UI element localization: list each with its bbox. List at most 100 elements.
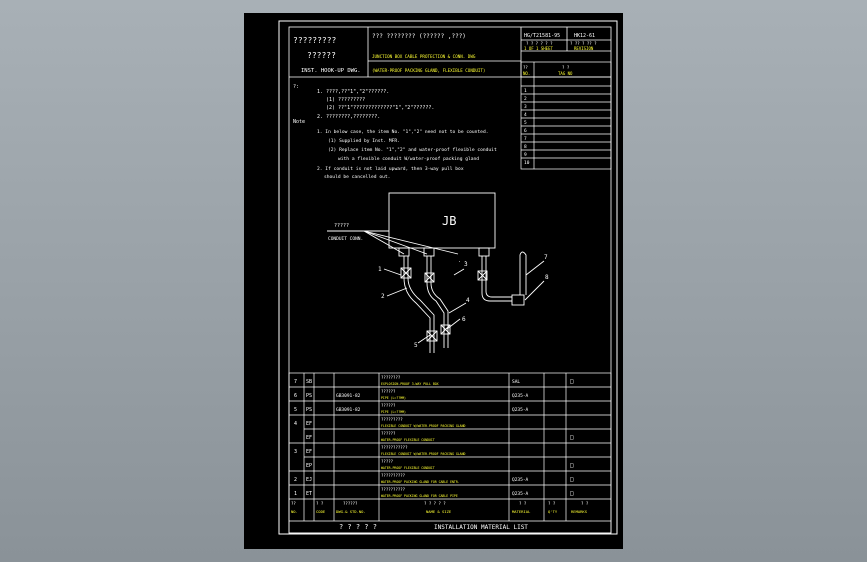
tag-no-label: NO. [523, 71, 530, 76]
callout-7: 7 [544, 254, 548, 261]
bom-row-no: 3 [294, 449, 297, 455]
bom-row-name-en: PIPE (L=??MM) [381, 396, 406, 400]
note-en-1: 1. In below case, the item No. "1","2" n… [317, 129, 488, 135]
revision-en: REVISION [574, 46, 594, 51]
drawing-dots: . . [458, 258, 467, 264]
bom-row-name-en: FLEXIBLE CONDUIT W/WATER-PROOF PACKING G… [381, 424, 466, 428]
hdr-code-en: CODE [316, 509, 326, 514]
tag-row-number: 3 [524, 104, 527, 110]
bom-row-code: PS [306, 393, 312, 399]
dwg-number: HG/T21581-95 [524, 33, 560, 39]
title-cn-left-2: ?????? [307, 51, 336, 60]
drawing-sheet[interactable]: ????????? ?????? INST. HOOK-UP DWG. ??? … [244, 13, 623, 549]
bom-row-no: 4 [294, 421, 297, 427]
bom-grid [288, 372, 612, 534]
bom-row-material: Q235-A [512, 407, 529, 413]
title-en-left: INST. HOOK-UP DWG. [301, 68, 361, 74]
sheet-of: 1 OF 1 SHEET [524, 46, 553, 51]
hookup-drawing [327, 192, 545, 353]
callout-8: 8 [545, 274, 549, 281]
bom-row-name-cn: ?????? [381, 403, 396, 408]
callout-2: 2 [381, 293, 385, 300]
bom-row-code: PS [306, 407, 312, 413]
bom-row-name-en: EXPLOSION-PROOF 3-WAY PULL BOX [381, 382, 439, 386]
jb-label: JB [442, 214, 456, 228]
bom-row-remarks: □ [570, 434, 574, 441]
hdr-name-en: NAME & SIZE [426, 509, 452, 514]
bom-row-material: SAL [512, 379, 520, 385]
bom-row-code: EF [306, 449, 312, 455]
bom-row-spec: GB3091-82 [336, 393, 361, 399]
hdr-code-cn: ? ? [316, 501, 324, 506]
dwg-rev-code: HK12-61 [574, 33, 595, 39]
bom-row-name-cn: ?????????? [381, 487, 406, 492]
tag-row-number: 7 [524, 136, 527, 142]
callout-6: 6 [462, 316, 466, 323]
callout-4: 4 [466, 297, 470, 304]
tag-row-number: 8 [524, 144, 527, 150]
hdr-material-en: MATERIAL [512, 509, 531, 514]
tag-row-number: 6 [524, 128, 527, 134]
bom-row-name-en: WATER-PROOF PACKING GLAND FOR CABLE ENTR… [381, 480, 460, 484]
bom-row-code: ET [306, 491, 312, 497]
hdr-remarks-cn: ? ? [581, 501, 589, 506]
note-en-2a: should be cancelled out. [324, 174, 390, 180]
hdr-spec-cn: ?????? [343, 501, 358, 506]
bom-row-no: 5 [294, 407, 297, 413]
note-cn-1b: (2) ??"1"?????????????"1","2"??????. [326, 105, 434, 111]
bom-row-remarks: □ [570, 476, 574, 483]
notes-en-label: Note [293, 119, 305, 125]
note-en-1b: (2) Replace item No. "1","2" and water-p… [328, 147, 497, 153]
bom-row-name-en: PIPE (L=??MM) [381, 410, 406, 414]
tag-row-number: 9 [524, 152, 527, 158]
bom-row-name-en: FLEXIBLE CONDUIT W/WATER-PROOF PACKING G… [381, 452, 466, 456]
title-en-main-1: JUNCTION BOX CABLE PROTECTION & CONN. DW… [372, 54, 476, 59]
bom-row-name-cn: ?????????? [381, 473, 406, 478]
tag-row-number: 4 [524, 112, 527, 118]
callout-1: 1 [378, 266, 382, 273]
bom-footer-en: INSTALLATION MATERIAL LIST [434, 524, 528, 531]
note-cn-2: 2. ????????,????????. [317, 114, 380, 120]
notes: ?: Note 1. ????,??"1","2"??????. (1) ???… [293, 84, 497, 180]
tag-row-number: 5 [524, 120, 527, 126]
tag-row-number: 1 [524, 88, 527, 94]
bom-row-name-cn: ?????? [381, 389, 396, 394]
hdr-material-cn: ? ? [519, 501, 527, 506]
note-en-1a: (1) Supplied by Inst. MFR. [328, 138, 400, 144]
tag-row-number: 10 [524, 160, 530, 166]
bom-row-no: 2 [294, 477, 297, 483]
hdr-qty-cn: ? ? [548, 501, 556, 506]
notes-cn-label: ?: [293, 84, 299, 90]
bom-row-material: Q235-A [512, 491, 529, 497]
bom-row-remarks: □ [570, 490, 574, 497]
bom-row-no: 1 [294, 491, 297, 497]
bom-row-material: Q235-A [512, 393, 529, 399]
hdr-qty-en: Q'TY [548, 509, 558, 514]
conduit-conn-cn: ????? [334, 223, 349, 229]
drawing-canvas: ????????? ?????? INST. HOOK-UP DWG. ??? … [278, 20, 618, 535]
note-cn-1a: (1) ????????? [326, 97, 365, 103]
bom-row-remarks: □ [570, 462, 574, 469]
note-en-2: 2. If conduit is not laid upward, then 3… [317, 166, 464, 172]
hdr-no-cn: ?? [291, 501, 296, 506]
tag-ref-label: ?? [523, 65, 528, 70]
bom-row-name-en: WATER-PROOF FLEXIBLE CONDUIT [381, 438, 435, 442]
tag-table-grid [520, 61, 612, 170]
bom-row-code: EF [306, 435, 312, 441]
conduit-conn-en: CONDUIT CONN. [328, 236, 363, 242]
tag-en-label: TAG NO [558, 71, 573, 76]
bom-row-name-en: WATER-PROOF FLEXIBLE CONDUIT [381, 466, 435, 470]
bom-row-code: SB [306, 379, 312, 385]
tag-cn-label: ? ? [562, 65, 570, 70]
note-en-1c: with a flexible conduit W/water-proof pa… [338, 156, 479, 162]
title-cn-main: ??? ???????? (?????? ,???) [372, 33, 466, 40]
bom-row-code: EJ [306, 477, 312, 483]
bom-row-no: 6 [294, 393, 297, 399]
bom-header: ?? NO. ? ? CODE ?????? DWG.& STD.NO. ? ?… [291, 501, 589, 514]
bom-row-no: 7 [294, 379, 297, 385]
bom-row-material: Q235-A [512, 477, 529, 483]
bom-row-spec: GB3091-82 [336, 407, 361, 413]
